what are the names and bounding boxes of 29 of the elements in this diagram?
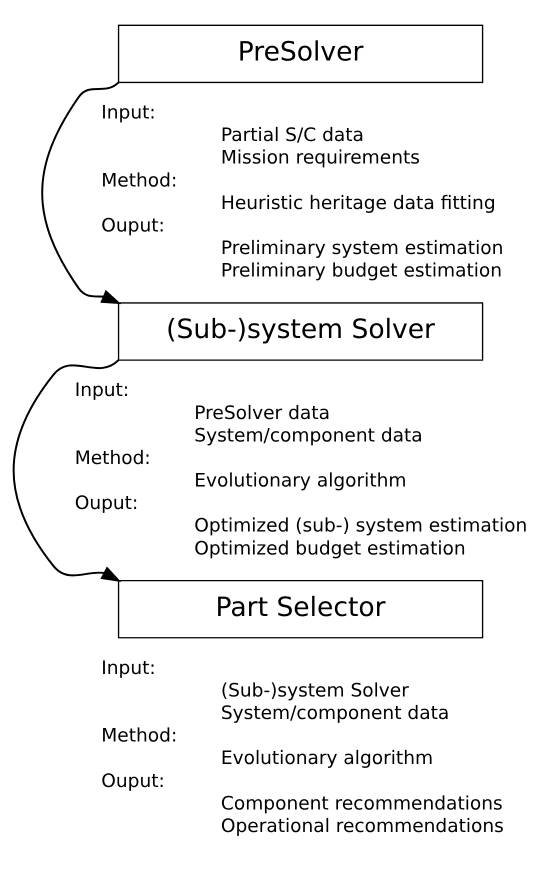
node-label: Optimized (sub-) system estimation: [194, 516, 528, 537]
node-label: (Sub-)system Solver: [220, 680, 409, 702]
node-label: Partial S/C data: [220, 125, 364, 146]
node-box: PreSolver: [118, 24, 484, 84]
node-label: Method:: [74, 448, 151, 469]
node-box: (Sub-)system Solver: [118, 302, 484, 361]
node-label: Method:: [101, 726, 178, 747]
arrow: [12, 359, 122, 582]
node-label: Preliminary system estimation: [220, 238, 504, 260]
node-label: PreSolver data: [194, 402, 330, 424]
node-label: Operational recommendations: [220, 816, 504, 837]
node-label: System/component data: [194, 425, 423, 446]
node-label: Ouput:: [74, 493, 138, 514]
node-label: Ouput:: [101, 216, 165, 236]
node-label: Optimized budget estimation: [194, 538, 466, 560]
node-label: Mission requirements: [220, 148, 420, 169]
node-label: Input:: [101, 658, 156, 679]
node-label: Preliminary budget estimation: [220, 260, 502, 282]
node-label: Evolutionary algorithm: [220, 748, 434, 770]
node-label: Evolutionary algorithm: [194, 470, 407, 492]
node-label: System/component data: [220, 703, 450, 724]
node-label: Method:: [101, 170, 178, 192]
node-label: Heuristic heritage data fitting: [220, 192, 496, 214]
node-label: Input:: [101, 102, 156, 124]
node-label: Component recommendations: [220, 793, 503, 814]
node-box: Part Selector: [118, 580, 484, 638]
node-label: Ouput:: [101, 770, 165, 792]
node-label: Input:: [74, 380, 130, 402]
arrow: [41, 82, 122, 304]
